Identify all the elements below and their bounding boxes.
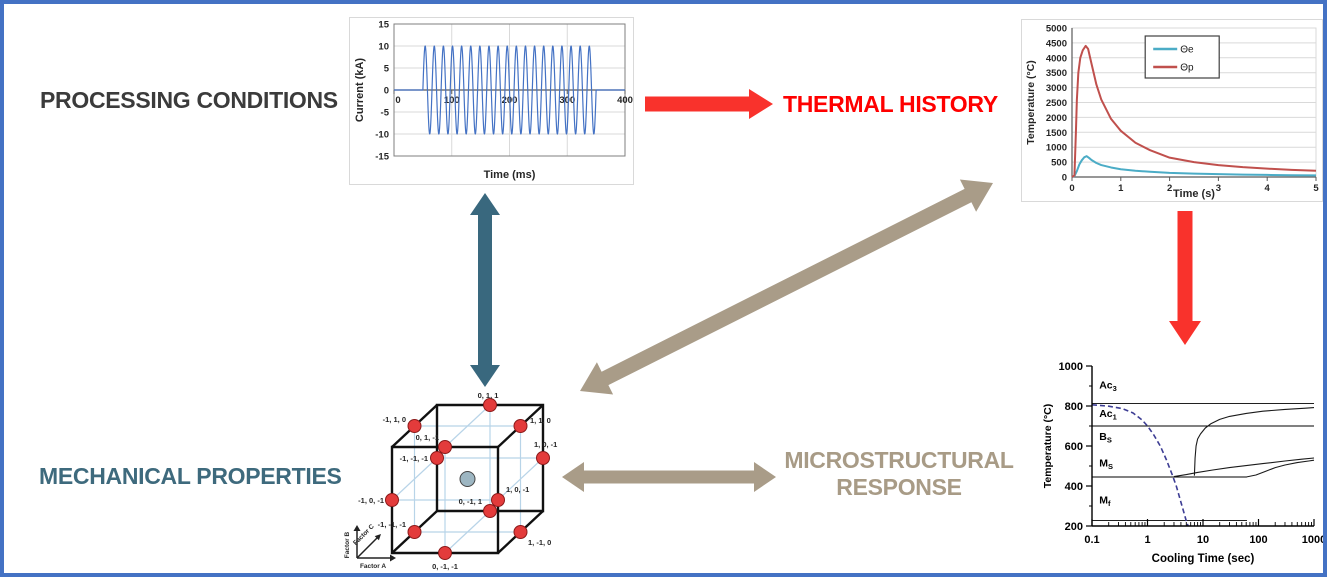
svg-text:-15: -15 [375, 152, 389, 163]
svg-text:1, 1, 0: 1, 1, 0 [530, 416, 551, 425]
svg-text:200: 200 [1065, 521, 1083, 533]
svg-text:Factor A: Factor A [360, 563, 386, 570]
svg-text:600: 600 [1065, 441, 1083, 453]
svg-text:2500: 2500 [1046, 98, 1067, 109]
svg-text:5: 5 [384, 64, 390, 75]
svg-text:3500: 3500 [1046, 68, 1067, 79]
design-point [438, 440, 452, 454]
svg-text:5: 5 [1313, 183, 1319, 194]
label-thermal-history: THERMAL HISTORY [783, 91, 998, 117]
doe-cube: 0, 1, 1 -1, 1, 0 1, 1, 0 0, 1, -1 1, 0, -1 -1… [340, 389, 575, 573]
svg-text:Θp: Θp [1180, 63, 1194, 74]
svg-text:3: 3 [1216, 183, 1221, 194]
design-point [536, 451, 550, 465]
svg-text:10: 10 [1197, 534, 1209, 546]
chart-temperature: 0 500 1000 1500 2000 2500 3000 3500 4000 4500 5000… [1021, 19, 1323, 202]
design-point [513, 419, 528, 433]
svg-text:1000: 1000 [1059, 361, 1083, 373]
svg-text:500: 500 [1051, 158, 1067, 169]
temperature-plot: 0 500 1000 1500 2000 2500 3000 3500 4000 4500 5000… [1025, 24, 1319, 201]
svg-text:Time (ms): Time (ms) [484, 169, 536, 181]
svg-text:0: 0 [384, 86, 389, 97]
svg-text:Current (kA): Current (kA) [354, 58, 366, 123]
svg-text:4500: 4500 [1046, 38, 1067, 49]
svg-text:1, -1, 0: 1, -1, 0 [528, 538, 551, 547]
svg-text:MS: MS [1099, 458, 1113, 472]
svg-text:1500: 1500 [1046, 128, 1067, 139]
svg-text:Θe: Θe [1180, 45, 1194, 56]
svg-text:Factor B: Factor B [344, 532, 351, 559]
svg-text:1000: 1000 [1302, 534, 1326, 546]
svg-text:0: 0 [1062, 173, 1067, 184]
arrow-mechanical-microstructural [562, 462, 776, 492]
svg-text:Temperature (°C): Temperature (°C) [1042, 404, 1054, 489]
svg-text:Time (s): Time (s) [1173, 188, 1215, 200]
svg-text:Mf: Mf [1099, 495, 1111, 509]
svg-text:0: 0 [1069, 183, 1074, 194]
arrow-processing-to-thermal [645, 89, 773, 119]
design-point [483, 504, 497, 518]
svg-text:0, 1, 1: 0, 1, 1 [478, 391, 499, 400]
center-point [459, 471, 476, 487]
design-point [430, 451, 444, 465]
svg-text:BS: BS [1099, 431, 1112, 445]
svg-text:100: 100 [1249, 534, 1267, 546]
svg-text:-1, 0, -1: -1, 0, -1 [358, 496, 384, 505]
label-microstructural-response: MICROSTRUCTURAL RESPONSE [784, 447, 1014, 501]
svg-text:-5: -5 [381, 108, 390, 119]
svg-text:1: 1 [1144, 534, 1150, 546]
svg-text:15: 15 [378, 20, 389, 31]
svg-text:0: 0 [395, 95, 400, 106]
svg-text:3000: 3000 [1046, 83, 1067, 94]
svg-text:1, 0, -1: 1, 0, -1 [506, 485, 529, 494]
svg-text:-1, -1, -1: -1, -1, -1 [400, 454, 428, 463]
arrow-thermal-to-microstructure [1169, 211, 1201, 345]
svg-text:0.1: 0.1 [1084, 534, 1099, 546]
svg-text:2: 2 [1167, 183, 1172, 194]
svg-text:0, -1, 1: 0, -1, 1 [459, 497, 482, 506]
svg-text:4: 4 [1265, 183, 1271, 194]
svg-text:1: 1 [1118, 183, 1124, 194]
svg-text:Cooling Time (sec): Cooling Time (sec) [1152, 553, 1255, 565]
svg-text:Ac1: Ac1 [1099, 408, 1117, 422]
svg-text:400: 400 [1065, 481, 1083, 493]
svg-text:-10: -10 [375, 130, 389, 141]
svg-text:4000: 4000 [1046, 53, 1067, 64]
design-point [407, 419, 422, 433]
doe-cube-plot: 0, 1, 1 -1, 1, 0 1, 1, 0 0, 1, -1 1, 0, -1 -1… [344, 391, 557, 571]
svg-text:10: 10 [378, 42, 389, 53]
svg-text:1, 0, -1: 1, 0, -1 [534, 440, 557, 449]
legend-box [1144, 35, 1220, 79]
svg-text:1000: 1000 [1046, 143, 1067, 154]
svg-text:2000: 2000 [1046, 113, 1067, 124]
arrow-processing-mechanical [470, 193, 500, 387]
arrow-mechanical-thermal-diagonal [580, 179, 993, 395]
design-point [407, 525, 422, 539]
design-point [483, 398, 497, 412]
svg-text:0, -1, -1: 0, -1, -1 [432, 562, 458, 571]
svg-text:0, 1, -1: 0, 1, -1 [416, 433, 439, 442]
svg-text:-1, -1, -1: -1, -1, -1 [378, 520, 406, 529]
design-point [513, 525, 528, 539]
svg-text:Temperature (°C): Temperature (°C) [1025, 60, 1037, 145]
svg-text:5000: 5000 [1046, 24, 1067, 35]
svg-text:100: 100 [444, 95, 460, 106]
svg-text:-1, 1, 0: -1, 1, 0 [383, 415, 406, 424]
svg-text:800: 800 [1065, 401, 1083, 413]
label-mechanical-properties: MECHANICAL PROPERTIES [39, 463, 342, 489]
svg-text:300: 300 [559, 95, 575, 106]
svg-text:400: 400 [617, 95, 633, 106]
design-point [438, 546, 452, 560]
design-point [491, 493, 505, 507]
svg-text:Ac3: Ac3 [1099, 380, 1117, 394]
design-point [385, 493, 399, 507]
label-processing-conditions: PROCESSING CONDITIONS [40, 87, 338, 113]
